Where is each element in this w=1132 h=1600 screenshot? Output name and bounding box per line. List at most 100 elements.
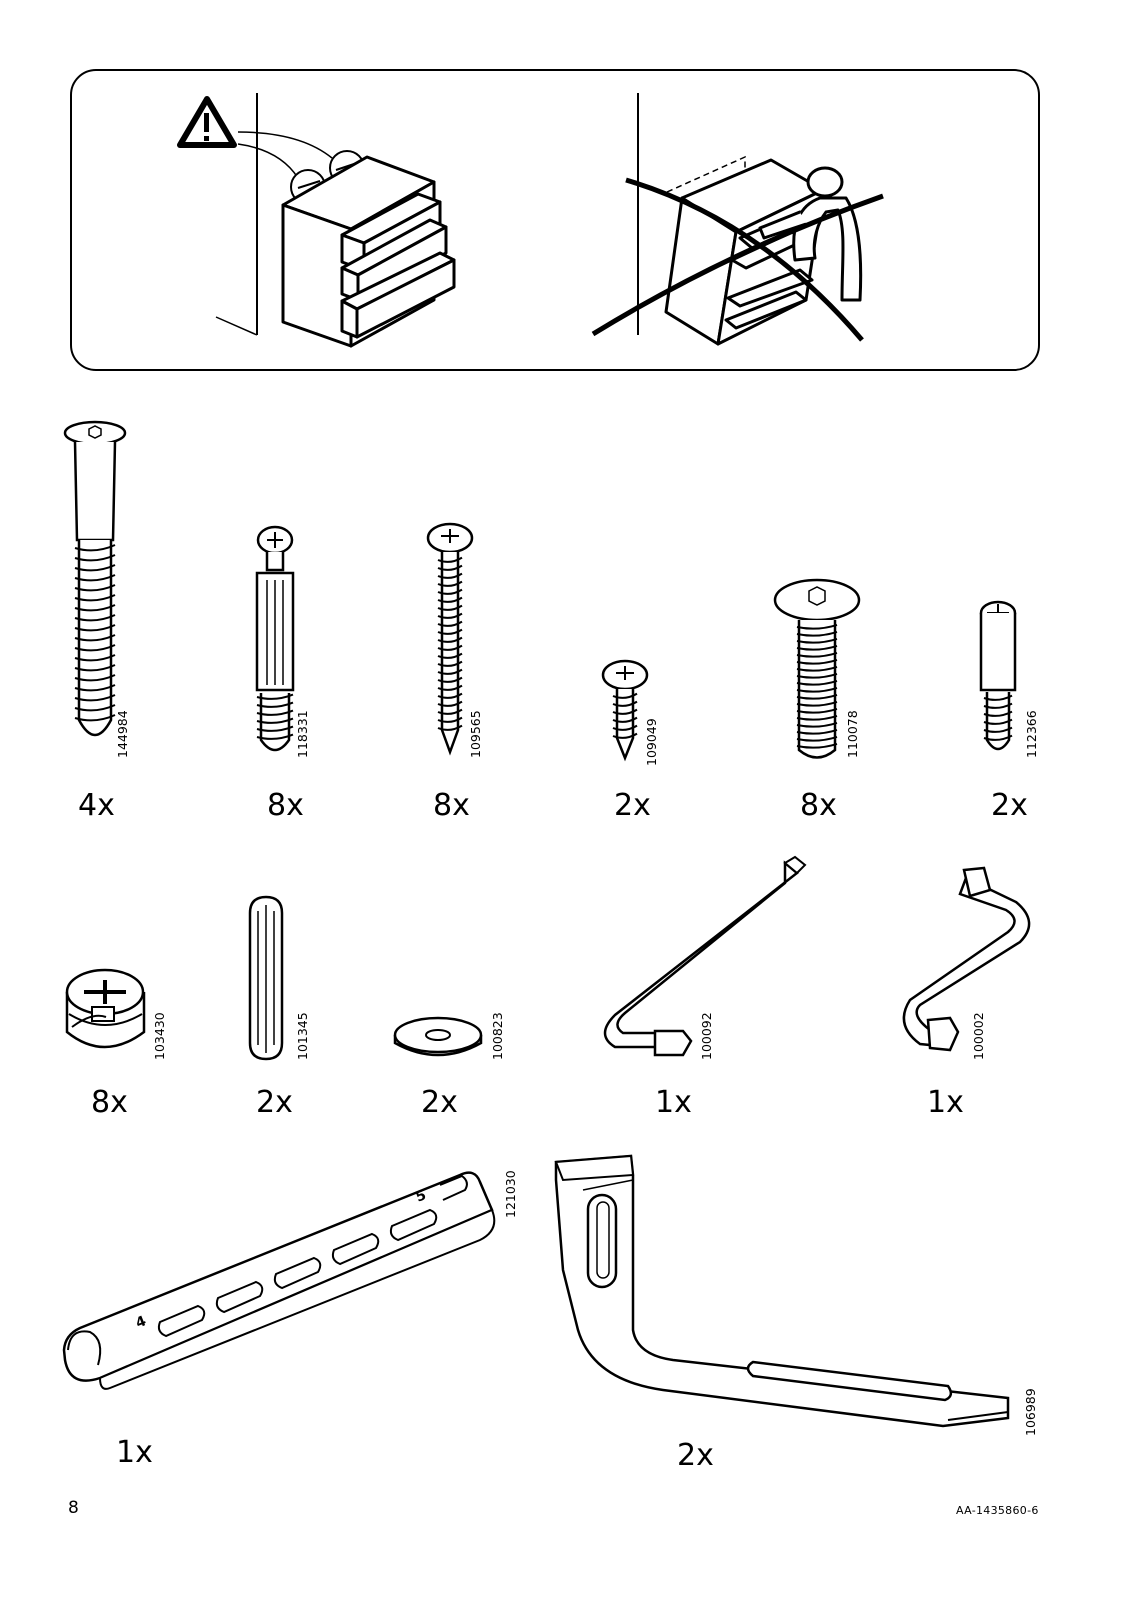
part-number-106989: 106989 [1023,1388,1038,1436]
thread-line [75,565,115,570]
thread-line [613,702,637,706]
thread-line [257,735,293,739]
thread-line [75,705,115,710]
thread-line [75,655,115,660]
thread-line [438,638,462,642]
thread-line [75,585,115,590]
thread-line [75,615,115,620]
tip-over-warning-illustration [0,0,1132,400]
part-100823-icon [393,1017,483,1067]
thread-line [438,598,462,602]
thread-line [438,646,462,650]
thread-line [438,702,462,706]
thread-line [797,716,837,720]
thread-line [438,678,462,682]
thread-line [257,711,293,715]
qty-109565: 8x [433,788,470,823]
thread-line [984,696,1012,700]
thread-line [438,718,462,722]
rail-slot [217,1282,262,1312]
thread-line [797,653,837,657]
thread-line [984,728,1012,732]
thread-line [797,625,837,629]
thread-line [797,674,837,678]
thread-line [75,675,115,680]
qty-112366: 2x [991,788,1028,823]
rail-slot [159,1306,204,1336]
thread-line [797,646,837,650]
thread-line [797,667,837,671]
warning-triangle-icon [180,99,234,145]
thread-line [75,685,115,690]
part-number-118331: 118331 [295,710,310,758]
thread-line [75,575,115,580]
part-number-100002: 100002 [971,1012,986,1060]
document-id: AA-1435860-6 [956,1504,1039,1517]
part-118331-icon [245,525,305,765]
thread-line [75,605,115,610]
thread-line [257,719,293,723]
part-112366-icon [973,600,1023,760]
thread-line [797,737,837,741]
thread-line [984,720,1012,724]
qty-103430: 8x [91,1085,128,1120]
thread-line [438,670,462,674]
part-number-144984: 144984 [115,710,130,758]
thread-line [75,695,115,700]
thread-line [613,726,637,730]
thread-line [984,704,1012,708]
qty-100823: 2x [421,1085,458,1120]
qty-101345: 2x [256,1085,293,1120]
part-number-103430: 103430 [152,1012,167,1060]
part-106989-icon [553,1150,1023,1440]
thread-line [797,681,837,685]
thread-line [613,710,637,714]
thread-line [438,582,462,586]
part-110078-icon [772,575,862,765]
thread-line [257,695,293,699]
thread-line [797,632,837,636]
qty-110078: 8x [800,788,837,823]
thread-line [613,694,637,698]
rail-slot [275,1258,320,1288]
part-number-101345: 101345 [295,1012,310,1060]
rail-slot [391,1210,436,1240]
thread-line [438,614,462,618]
part-100002-icon [880,860,1050,1060]
part-100092-icon [585,855,815,1075]
part-number-110078: 110078 [845,710,860,758]
part-144984-icon [65,420,125,760]
part-103430-icon [62,962,152,1062]
thread-line [613,718,637,722]
qty-144984: 4x [78,788,115,823]
part-101345-icon [246,893,286,1063]
part-109565-icon [425,520,475,760]
thread-line [984,736,1012,740]
thread-line [613,734,637,738]
qty-106989: 2x [677,1438,714,1473]
page-number: 8 [68,1498,79,1518]
part-number-121030: 121030 [503,1170,518,1218]
part-number-109049: 109049 [644,718,659,766]
part-number-112366: 112366 [1024,710,1039,758]
thread-line [797,744,837,748]
thread-line [797,639,837,643]
thread-line [75,665,115,670]
thread-line [797,730,837,734]
thread-line [438,622,462,626]
thread-line [797,709,837,713]
thread-line [797,688,837,692]
part-121030-icon: 4 5 [60,1160,520,1390]
thread-line [75,645,115,650]
thread-line [75,635,115,640]
thread-line [797,702,837,706]
thread-line [75,545,115,550]
part-number-100823: 100823 [490,1012,505,1060]
thread-line [257,703,293,707]
thread-line [438,694,462,698]
thread-line [438,710,462,714]
part-109049-icon [600,658,650,768]
qty-118331: 8x [267,788,304,823]
thread-line [438,590,462,594]
thread-line [797,723,837,727]
